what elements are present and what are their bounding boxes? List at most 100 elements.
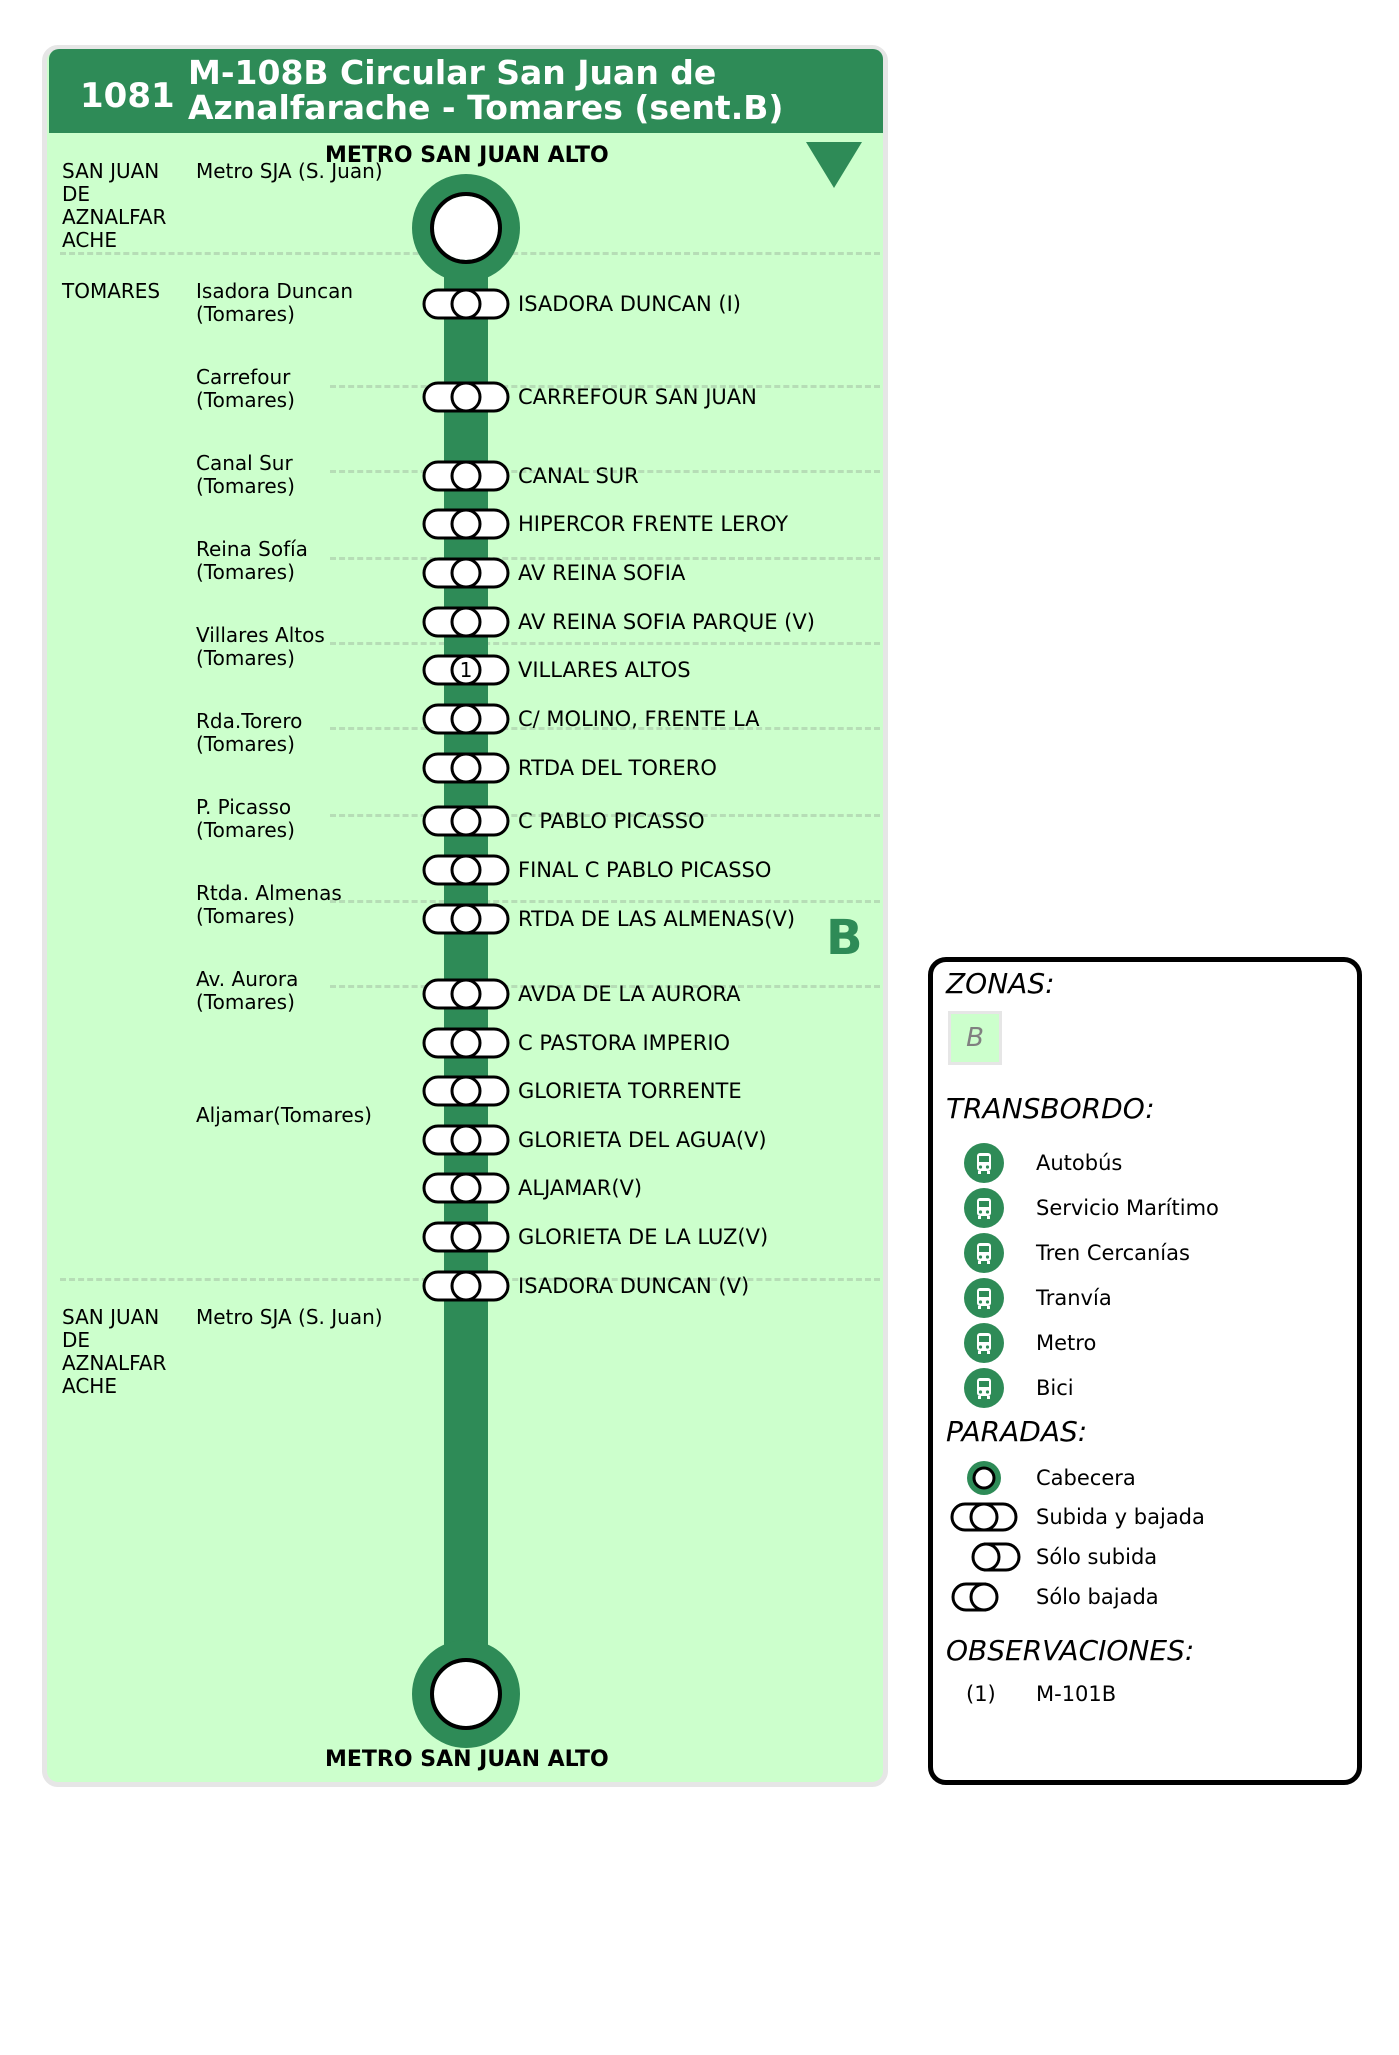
- stop-board-alight-icon: [422, 854, 510, 886]
- alight-only-symbol-icon: [951, 1582, 999, 1612]
- stop-name: ISADORA DUNCAN (V): [518, 1274, 750, 1298]
- stop-board-alight-icon: [422, 1124, 510, 1156]
- stop-board-alight-icon: [422, 703, 510, 735]
- municipality-label: SAN JUAN DE AZNALFAR ACHE: [62, 1305, 167, 1398]
- stop-name: CARREFOUR SAN JUAN: [518, 385, 757, 409]
- stop-separator: [330, 814, 880, 817]
- stop-separator: [330, 557, 880, 560]
- locality-label: Rtda. Almenas (Tomares): [196, 881, 342, 928]
- train-icon: [964, 1233, 1004, 1273]
- stop-separator: [330, 385, 880, 388]
- observation-value: M-101B: [1036, 1682, 1117, 1706]
- legend-stop-type-label: Subida y bajada: [1036, 1505, 1205, 1529]
- legend-transfer-label: Tranvía: [1036, 1286, 1112, 1310]
- stop-separator: [330, 642, 880, 645]
- route-code: 1081: [80, 76, 175, 116]
- stop-board-alight-icon: [422, 606, 510, 638]
- boat-icon: [964, 1188, 1004, 1228]
- stop-name: GLORIETA DE LA LUZ(V): [518, 1225, 769, 1249]
- municipality-label: TOMARES: [62, 279, 161, 303]
- terminal-symbol-icon: [967, 1461, 1001, 1495]
- tram-icon: [964, 1278, 1004, 1318]
- board-only-symbol-icon: [971, 1542, 1021, 1572]
- legend-transfer-label: Servicio Marítimo: [1036, 1196, 1219, 1220]
- stop-board-alight-icon: [422, 1270, 510, 1302]
- stop-name: HIPERCOR FRENTE LEROY: [518, 512, 789, 536]
- legend-zones-title: ZONAS:: [946, 967, 1055, 1000]
- zone-marker: B: [826, 910, 863, 966]
- terminal-end-label: METRO SAN JUAN ALTO: [325, 1747, 609, 1772]
- bike-icon: [964, 1368, 1004, 1408]
- stop-board-alight-icon: [422, 752, 510, 784]
- stop-name: C/ MOLINO, FRENTE LA: [518, 707, 760, 731]
- legend-stop-type-label: Sólo bajada: [1036, 1585, 1159, 1609]
- direction-arrow-icon: [806, 142, 862, 188]
- legend-transfer-label: Bici: [1036, 1376, 1074, 1400]
- stop-name: C PABLO PICASSO: [518, 809, 705, 833]
- legend-transfer-label: Tren Cercanías: [1036, 1241, 1190, 1265]
- route-title: M-108B Circular San Juan de Aznalfarache…: [188, 53, 784, 127]
- legend-stop-type-label: Cabecera: [1036, 1466, 1136, 1490]
- stop-board-alight-icon: [422, 1075, 510, 1107]
- legend-transfer-title: TRANSBORDO:: [946, 1092, 1155, 1125]
- locality-label: Reina Sofía (Tomares): [196, 537, 308, 584]
- stop-separator: [330, 985, 880, 988]
- stop-board-alight-icon: [422, 557, 510, 589]
- locality-label: Aljamar(Tomares): [196, 1103, 372, 1127]
- stop-board-alight-icon: 1: [422, 654, 510, 686]
- stop-board-alight-icon: [422, 805, 510, 837]
- stop-name: ISADORA DUNCAN (I): [518, 292, 742, 316]
- locality-label: Villares Altos (Tomares): [196, 623, 325, 670]
- locality-label: Rda.Torero (Tomares): [196, 709, 303, 756]
- stop-board-alight-icon: [422, 903, 510, 935]
- legend-stop-type-label: Sólo subida: [1036, 1545, 1158, 1569]
- stop-board-alight-icon: [422, 978, 510, 1010]
- stop-name: AV REINA SOFIA: [518, 561, 686, 585]
- stop-name: ALJAMAR(V): [518, 1176, 643, 1200]
- stop-name: RTDA DEL TORERO: [518, 756, 717, 780]
- locality-label: Canal Sur (Tomares): [196, 451, 295, 498]
- locality-label: Av. Aurora (Tomares): [196, 967, 299, 1014]
- stop-name: AV REINA SOFIA PARQUE (V): [518, 610, 815, 634]
- metro-icon: [964, 1323, 1004, 1363]
- legend-zone-box: B: [948, 1011, 1002, 1065]
- stop-name: VILLARES ALTOS: [518, 658, 691, 682]
- legend-transfer-label: Autobús: [1036, 1151, 1123, 1175]
- bus-icon: [964, 1143, 1004, 1183]
- route-line: [444, 224, 488, 1714]
- terminal-start: [412, 174, 520, 282]
- locality-label: Isadora Duncan (Tomares): [196, 279, 354, 326]
- legend-box: [928, 957, 1362, 1785]
- stop-name: CANAL SUR: [518, 464, 639, 488]
- stop-board-alight-icon: [422, 460, 510, 492]
- stop-separator: [330, 470, 880, 473]
- stop-separator: [330, 727, 880, 730]
- stop-name: GLORIETA TORRENTE: [518, 1079, 742, 1103]
- stop-board-alight-icon: [422, 508, 510, 540]
- stop-board-alight-icon: [422, 1172, 510, 1204]
- locality-label: Carrefour (Tomares): [196, 365, 295, 412]
- stop-name: AVDA DE LA AURORA: [518, 982, 741, 1006]
- stop-name: FINAL C PABLO PICASSO: [518, 858, 772, 882]
- locality-label: Metro SJA (S. Juan): [196, 1305, 383, 1329]
- terminal-end: [412, 1640, 520, 1748]
- stop-board-alight-icon: [422, 381, 510, 413]
- route-header: [49, 49, 883, 133]
- stop-board-alight-icon: [422, 1221, 510, 1253]
- stop-board-alight-icon: [422, 1027, 510, 1059]
- legend-stops-title: PARADAS:: [946, 1415, 1088, 1448]
- locality-label: Metro SJA (S. Juan): [196, 159, 383, 183]
- municipality-label: SAN JUAN DE AZNALFAR ACHE: [62, 159, 167, 252]
- locality-label: P. Picasso (Tomares): [196, 795, 295, 842]
- stop-name: RTDA DE LAS ALMENAS(V): [518, 907, 796, 931]
- stop-name: GLORIETA DEL AGUA(V): [518, 1128, 767, 1152]
- stop-name: C PASTORA IMPERIO: [518, 1031, 731, 1055]
- stop-note: 1: [460, 658, 473, 682]
- observation-key: (1): [966, 1682, 996, 1706]
- stop-board-alight-icon: [422, 288, 510, 320]
- terminal-start-label: METRO SAN JUAN ALTO: [325, 143, 609, 168]
- stop-separator: [330, 900, 880, 903]
- legend-observations-title: OBSERVACIONES:: [946, 1634, 1195, 1667]
- board-alight-symbol-icon: [950, 1502, 1018, 1532]
- legend-transfer-label: Metro: [1036, 1331, 1097, 1355]
